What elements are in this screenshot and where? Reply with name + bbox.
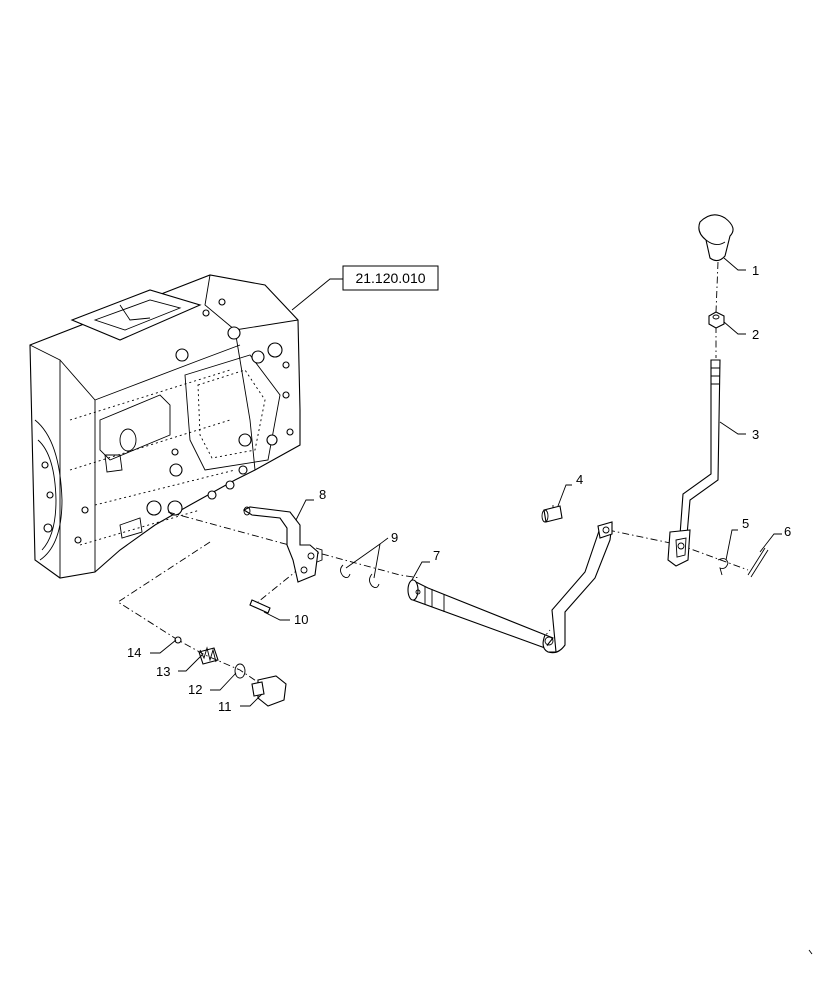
part-4-pin[interactable] <box>541 505 563 523</box>
transmission-housing <box>29 274 301 579</box>
callout-8: 8 <box>319 487 326 502</box>
callout-5: 5 <box>742 516 749 531</box>
callout-numbers: 1 2 3 4 5 6 7 8 9 10 11 12 13 14 <box>127 263 791 714</box>
reference-label-text: 21.120.010 <box>355 270 425 286</box>
part-11-plug[interactable] <box>251 675 287 707</box>
part-10-roll-pin[interactable] <box>249 599 271 614</box>
callout-9: 9 <box>391 530 398 545</box>
part-8-detent-arm[interactable] <box>242 506 323 583</box>
callout-12: 12 <box>188 682 202 697</box>
part-2-nut[interactable] <box>708 311 725 329</box>
callout-13: 13 <box>156 664 170 679</box>
part-9-snap-rings[interactable] <box>340 564 380 589</box>
reference-label-box[interactable]: 21.120.010 <box>342 265 439 291</box>
reference-leader <box>291 278 343 311</box>
callout-1: 1 <box>752 263 759 278</box>
part-14-ball[interactable] <box>174 636 182 644</box>
callout-10: 10 <box>294 612 308 627</box>
part-13-spring[interactable] <box>198 646 219 665</box>
callout-11: 11 <box>218 699 232 714</box>
callout-14: 14 <box>127 645 141 660</box>
callout-3: 3 <box>752 427 759 442</box>
corner-mark <box>808 949 813 955</box>
part-12-o-ring[interactable] <box>234 663 246 679</box>
callout-6: 6 <box>784 524 791 539</box>
callout-4: 4 <box>576 472 583 487</box>
callout-leaders <box>150 257 782 707</box>
callout-7: 7 <box>433 548 440 563</box>
part-3-shift-lever[interactable] <box>667 359 721 567</box>
part-1-shift-knob[interactable] <box>698 214 734 262</box>
callout-2: 2 <box>752 327 759 342</box>
part-6-cotter-pin[interactable] <box>747 547 769 578</box>
part-7-cross-shaft[interactable] <box>407 521 613 654</box>
part-5-clip[interactable] <box>717 558 729 576</box>
